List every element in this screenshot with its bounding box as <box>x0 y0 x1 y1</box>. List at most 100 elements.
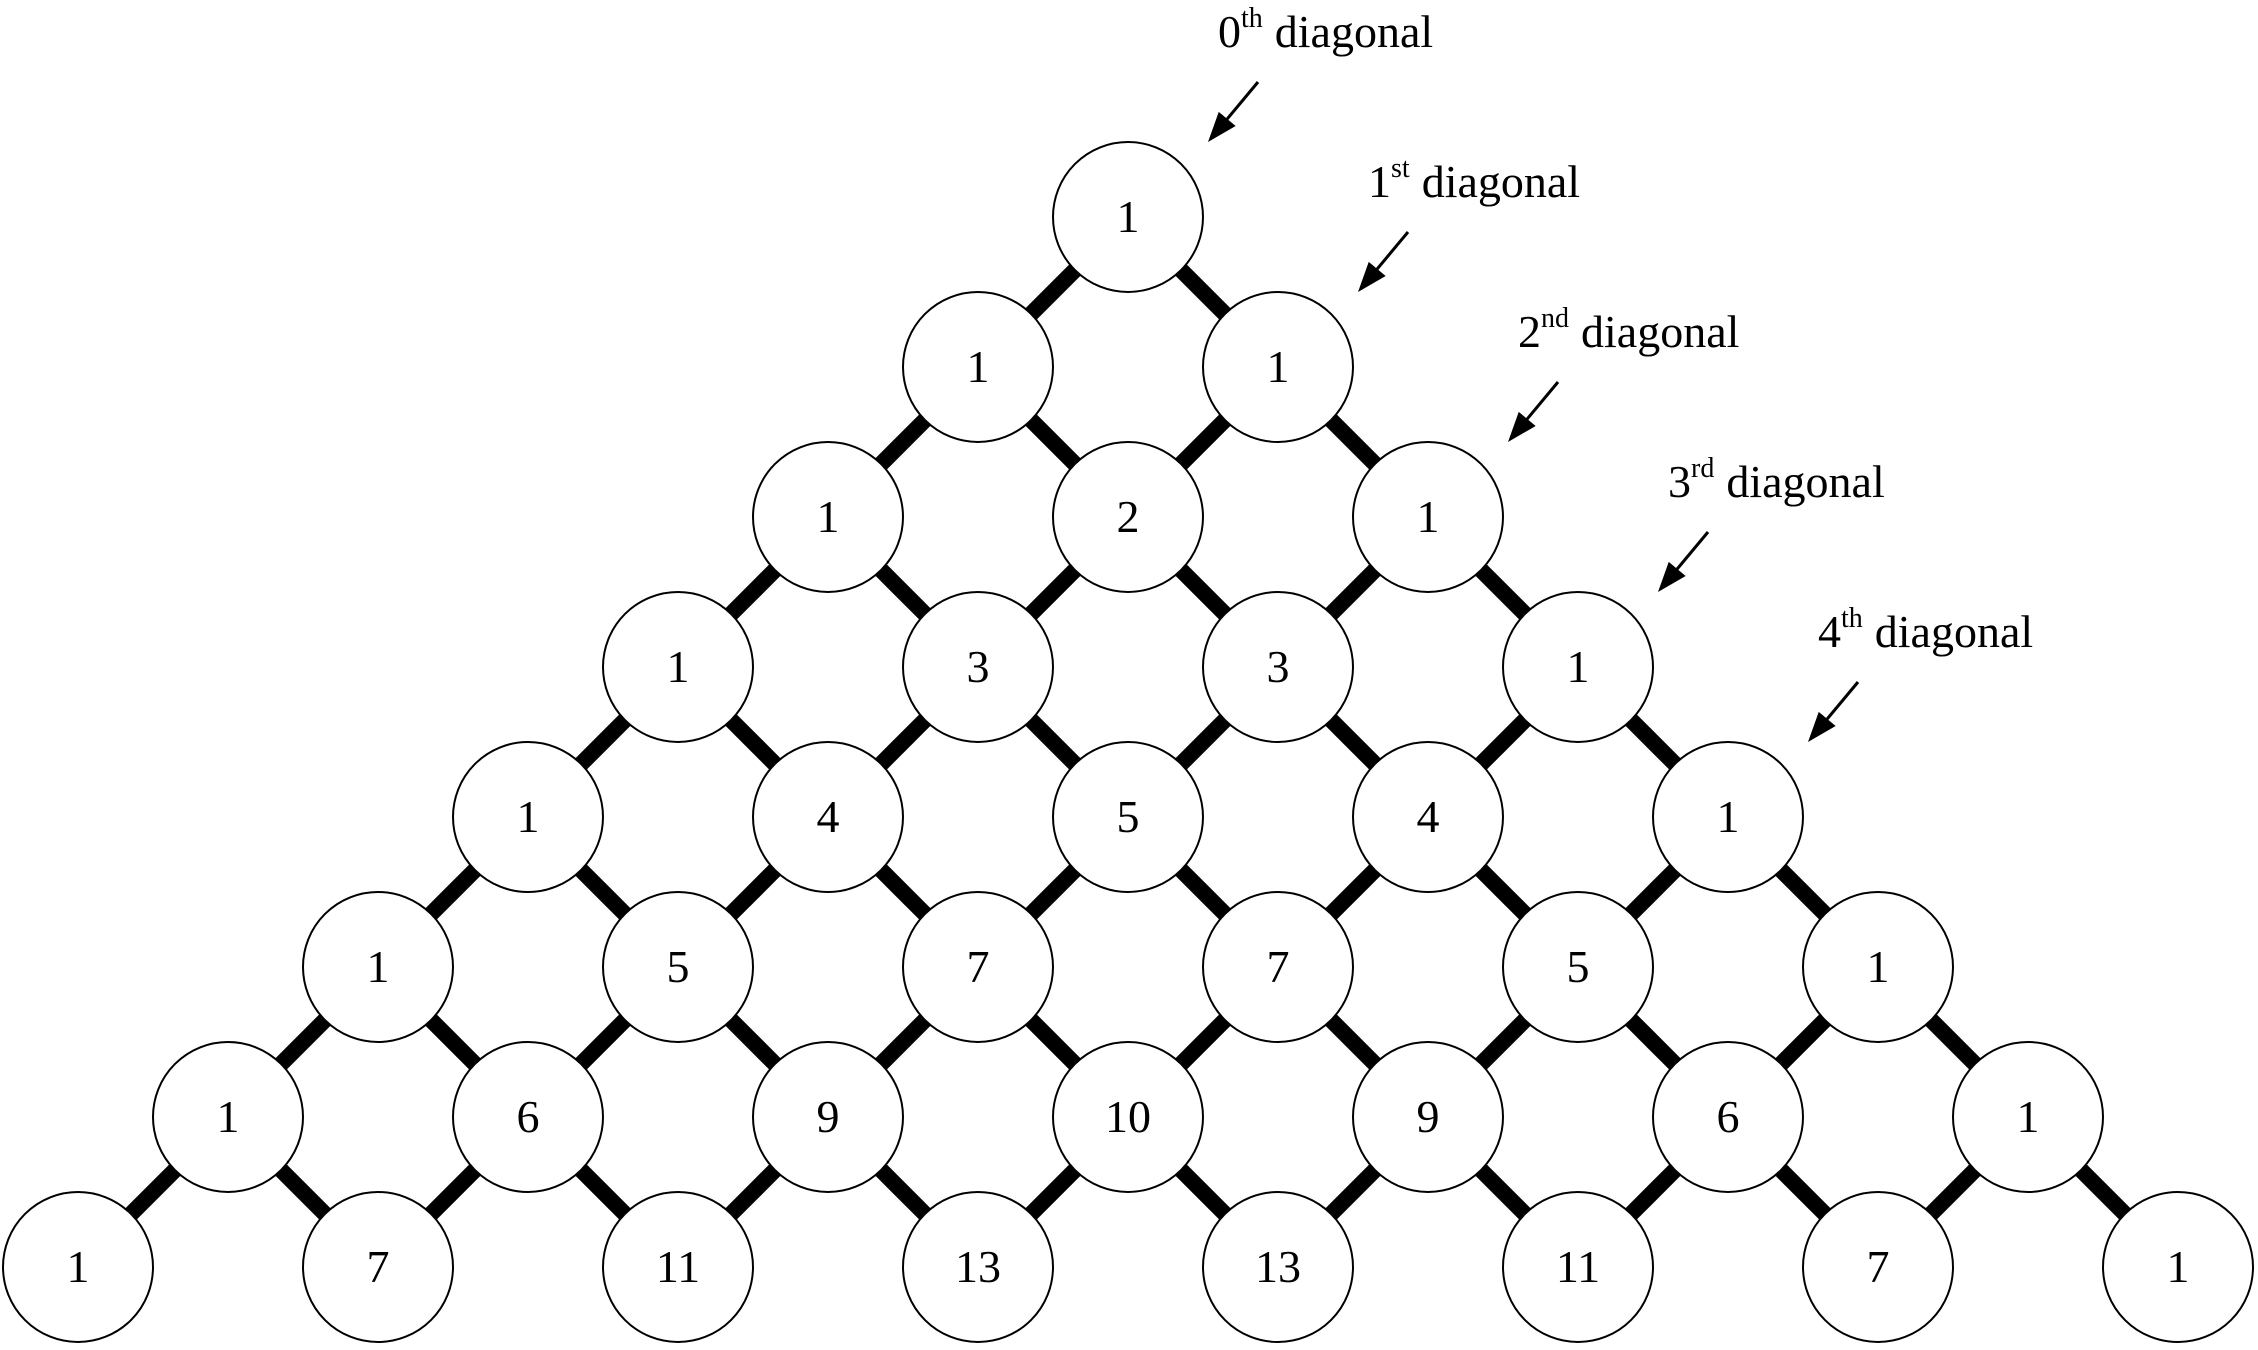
node-2-1: 2 <box>1052 441 1204 593</box>
edge-6-5-right <box>1773 1162 1833 1222</box>
node-circle <box>1352 441 1504 593</box>
node-value: 2 <box>1117 491 1140 542</box>
edge-1-1-left <box>1173 412 1233 472</box>
edge-5-4-right <box>1623 1012 1683 1072</box>
edge-5-5-left <box>1773 1012 1833 1072</box>
edge-3-1-left <box>873 712 933 772</box>
edge-2-0-left <box>723 562 783 622</box>
edge-4-3-left <box>1323 862 1383 922</box>
node-6-2: 9 <box>752 1041 904 1193</box>
edge-6-5-left <box>1623 1162 1683 1222</box>
node-1-1: 1 <box>1202 291 1354 443</box>
edge-0-0-left <box>1023 262 1083 322</box>
arrow-head-icon <box>1658 561 1686 592</box>
node-value: 1 <box>217 1091 240 1142</box>
diagonal-number: 1 <box>1368 156 1391 207</box>
edge-5-3-right <box>1323 1012 1383 1072</box>
edge-3-2-left <box>1173 712 1233 772</box>
diagonal-word: diagonal <box>1726 456 1884 507</box>
edge-4-1-right <box>873 862 933 922</box>
node-3-1: 3 <box>902 591 1054 743</box>
node-value: 13 <box>955 1241 1001 1292</box>
node-3-3: 1 <box>1502 591 1654 743</box>
edge-5-1-right <box>723 1012 783 1072</box>
node-circle <box>1802 891 1954 1043</box>
edge-2-1-left <box>1023 562 1083 622</box>
node-value: 4 <box>1417 791 1440 842</box>
edge-6-2-left <box>723 1162 783 1222</box>
node-7-2: 11 <box>602 1191 754 1343</box>
diagonal-word: diagonal <box>1581 306 1739 357</box>
node-4-1: 4 <box>752 741 904 893</box>
node-circle <box>452 741 604 893</box>
node-4-4: 1 <box>1652 741 1804 893</box>
edge-4-1-left <box>723 862 783 922</box>
edge-3-1-right <box>1023 712 1083 772</box>
node-value: 7 <box>367 1241 390 1292</box>
node-2-0: 1 <box>752 441 904 593</box>
node-value: 1 <box>517 791 540 842</box>
node-circle <box>602 591 754 743</box>
edge-6-1-left <box>423 1162 483 1222</box>
diagonal-suffix: th <box>1841 603 1863 634</box>
edge-5-1-left <box>573 1012 633 1072</box>
edge-2-2-left <box>1323 562 1383 622</box>
node-6-3: 10 <box>1052 1041 1204 1193</box>
node-circle <box>752 741 904 893</box>
node-circle <box>1502 591 1654 743</box>
arrow-head-icon <box>1208 111 1236 142</box>
node-circle <box>902 291 1054 443</box>
edge-0-0-right <box>1173 262 1233 322</box>
node-2-2: 1 <box>1352 441 1504 593</box>
diagonal-number: 3 <box>1668 456 1691 507</box>
arrow-head-icon <box>1508 411 1536 442</box>
node-value: 9 <box>817 1091 840 1142</box>
edge-3-0-right <box>723 712 783 772</box>
edge-2-1-right <box>1173 562 1233 622</box>
node-value: 1 <box>667 641 690 692</box>
edge-6-6-left <box>1923 1162 1983 1222</box>
node-value: 7 <box>967 941 990 992</box>
edge-3-3-left <box>1473 712 1533 772</box>
node-circle <box>2 1191 154 1343</box>
node-value: 7 <box>1267 941 1290 992</box>
node-6-0: 1 <box>152 1041 304 1193</box>
edge-layer <box>123 262 2133 1222</box>
diagonal-suffix: rd <box>1691 453 1714 484</box>
node-4-3: 4 <box>1352 741 1504 893</box>
edge-3-2-right <box>1323 712 1383 772</box>
node-circle <box>1052 741 1204 893</box>
edge-4-2-left <box>1023 862 1083 922</box>
arrow-head-icon <box>1358 261 1386 292</box>
edge-6-3-right <box>1173 1162 1233 1222</box>
node-7-7: 1 <box>2102 1191 2254 1343</box>
node-value: 1 <box>67 1241 90 1292</box>
node-value: 3 <box>1267 641 1290 692</box>
diagonal-word: diagonal <box>1422 156 1580 207</box>
node-6-1: 6 <box>452 1041 604 1193</box>
diagonal-number: 4 <box>1818 606 1841 657</box>
node-7-0: 1 <box>2 1191 154 1343</box>
node-circle <box>902 591 1054 743</box>
node-6-5: 6 <box>1652 1041 1804 1193</box>
diagonal-suffix: nd <box>1541 303 1569 334</box>
node-circle <box>1352 1041 1504 1193</box>
node-circle <box>302 891 454 1043</box>
edge-6-0-right <box>273 1162 333 1222</box>
node-4-0: 1 <box>452 741 604 893</box>
node-circle <box>452 1041 604 1193</box>
node-value: 3 <box>967 641 990 692</box>
node-circle <box>1202 291 1354 443</box>
node-6-6: 1 <box>1952 1041 2104 1193</box>
node-value: 10 <box>1105 1091 1151 1142</box>
node-circle <box>1502 1191 1654 1343</box>
node-value: 5 <box>1117 791 1140 842</box>
node-4-2: 5 <box>1052 741 1204 893</box>
node-6-4: 9 <box>1352 1041 1504 1193</box>
